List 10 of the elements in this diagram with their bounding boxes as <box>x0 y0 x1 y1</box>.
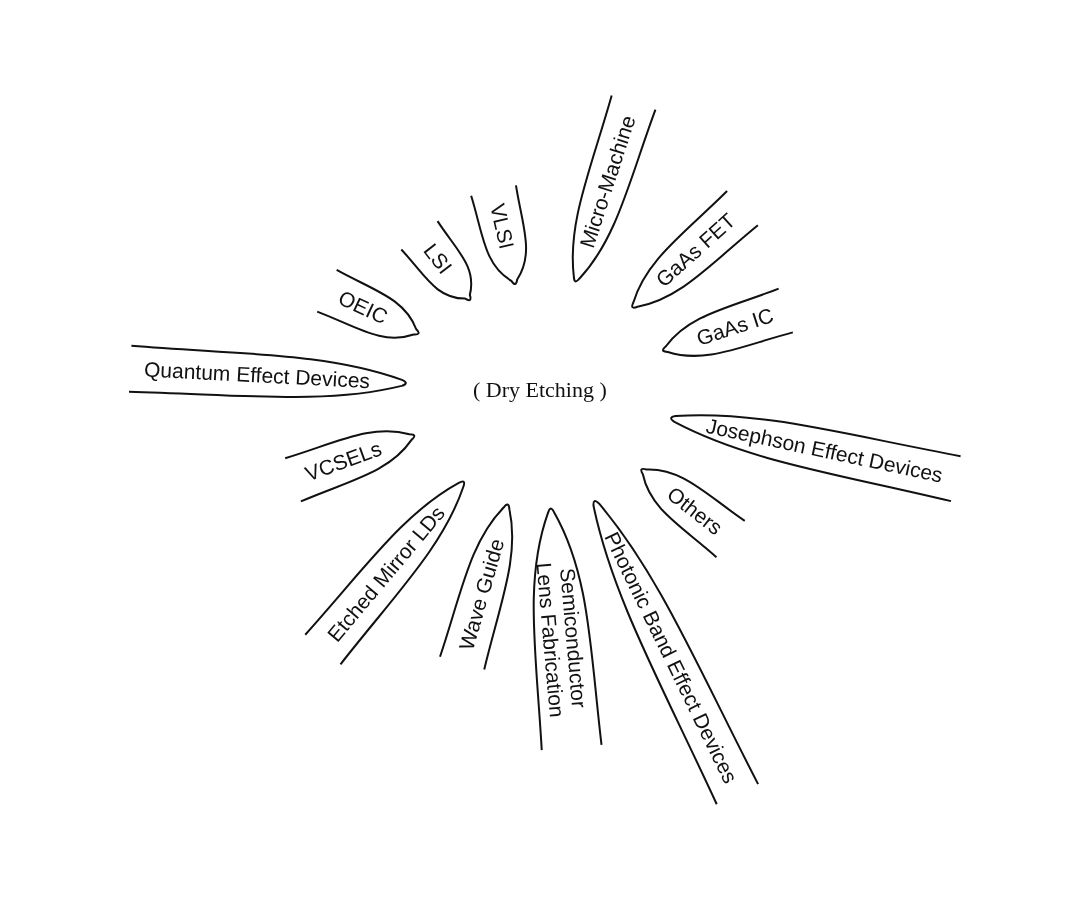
petal-label: VLSI <box>485 201 519 252</box>
petal-label: Wave Guide <box>454 535 509 653</box>
center-label: ( Dry Etching ) <box>473 377 607 403</box>
petal-label: VCSELs <box>302 437 385 487</box>
petal-label: Quantum Effect Devices <box>143 357 371 393</box>
petal-label: OEIC <box>334 286 392 329</box>
petal-label: LSI <box>418 239 457 279</box>
petal-label: Josephson Effect Devices <box>703 414 945 487</box>
petal-label: GaAs IC <box>693 303 776 351</box>
petal-label: Semiconductor Lens Fabrication <box>531 560 592 721</box>
